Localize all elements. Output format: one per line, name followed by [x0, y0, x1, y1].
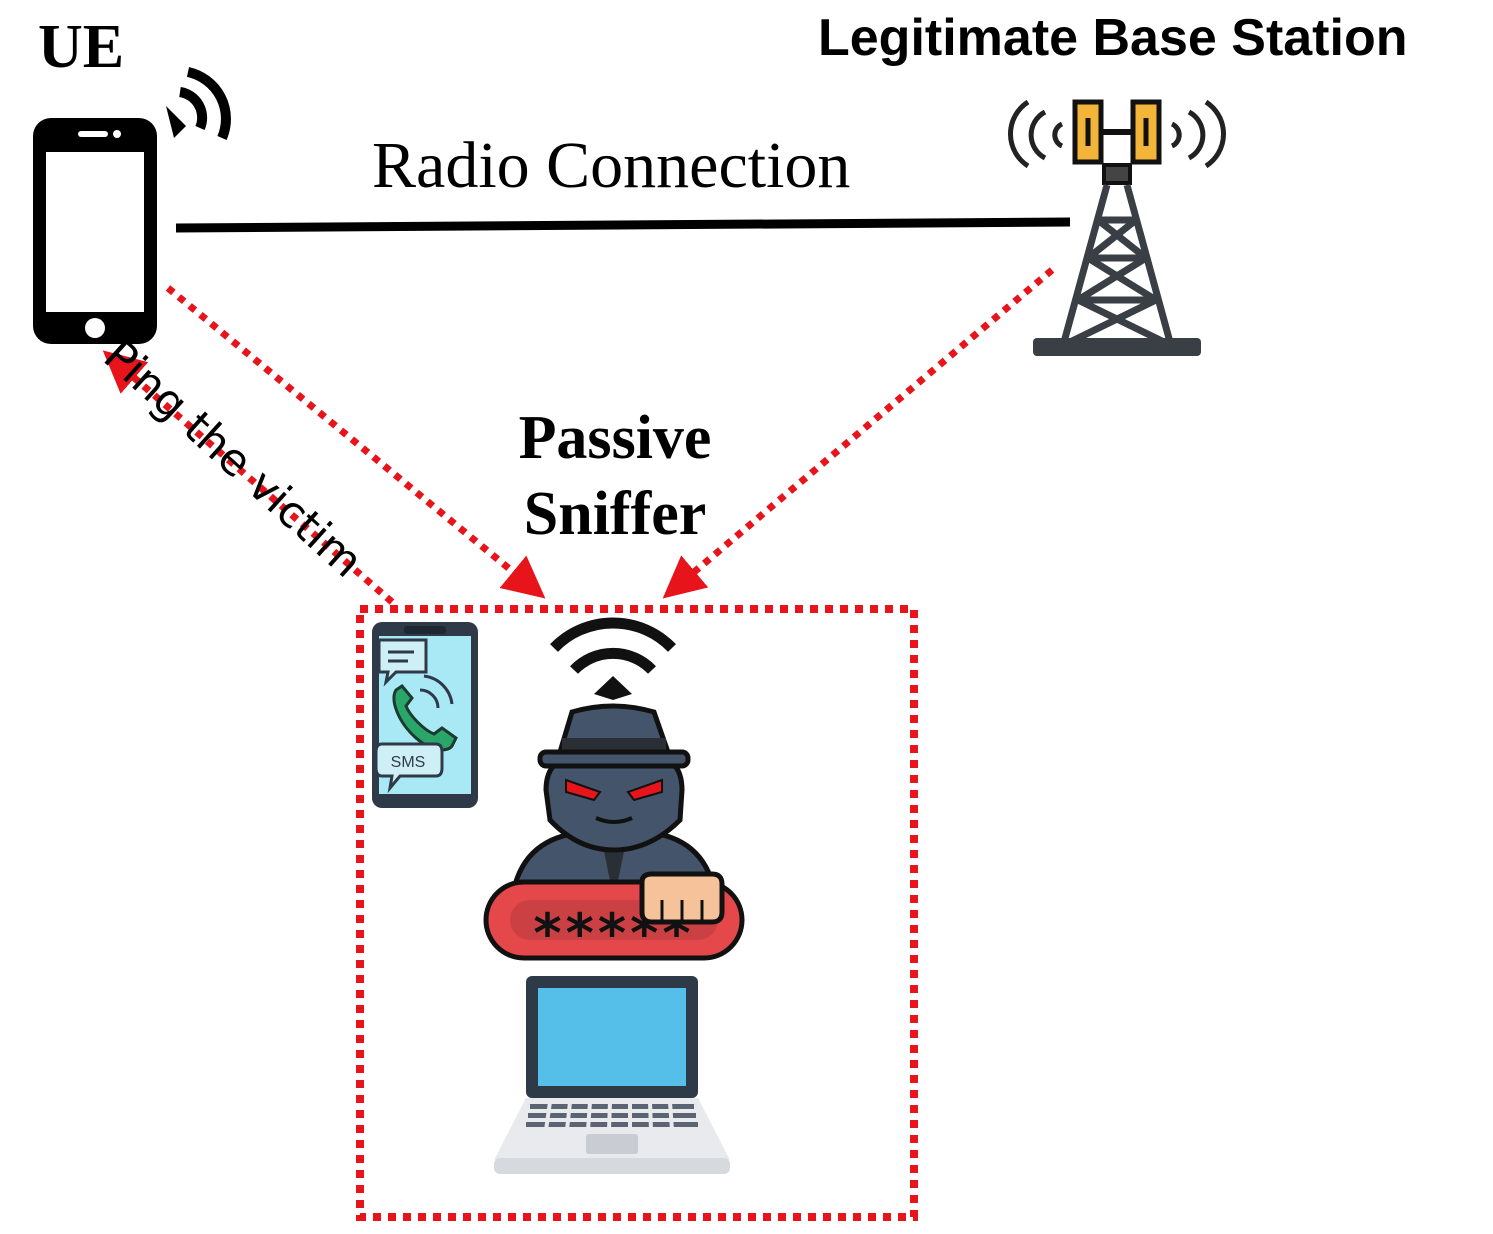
hacker-wifi-icon: [550, 617, 676, 700]
radio-connection-label: Radio Connection: [372, 129, 851, 202]
hacker-icon: [509, 703, 719, 903]
ue-to-sniffer-arrow: [165, 285, 546, 599]
base-station-label: Legitimate Base Station: [818, 9, 1408, 67]
sniffer-box: [356, 605, 918, 1221]
dotted-arrows: [102, 267, 1055, 605]
sms-text: SMS: [391, 754, 426, 771]
smartphone-icon: [33, 118, 157, 344]
victim-phone-icon: SMS: [372, 622, 478, 808]
radio-connection-line: [175, 217, 1071, 233]
ue-label: UE: [38, 13, 125, 81]
sniffer-label-line2: Sniffer: [523, 480, 707, 548]
ping-arrow: [102, 350, 395, 605]
cell-tower-icon: [1008, 99, 1226, 356]
sniffer-label-line1: Passive: [518, 404, 712, 472]
phone-call-icon: [392, 674, 458, 752]
passive-sniffer-label: Passive Sniffer: [470, 400, 760, 552]
chat-bubble-icon: [377, 638, 428, 687]
password-bar: *****: [483, 871, 745, 965]
wifi-icon: [166, 67, 231, 140]
sms-bubble-icon: SMS: [374, 742, 444, 794]
laptop-icon: [494, 976, 730, 1174]
